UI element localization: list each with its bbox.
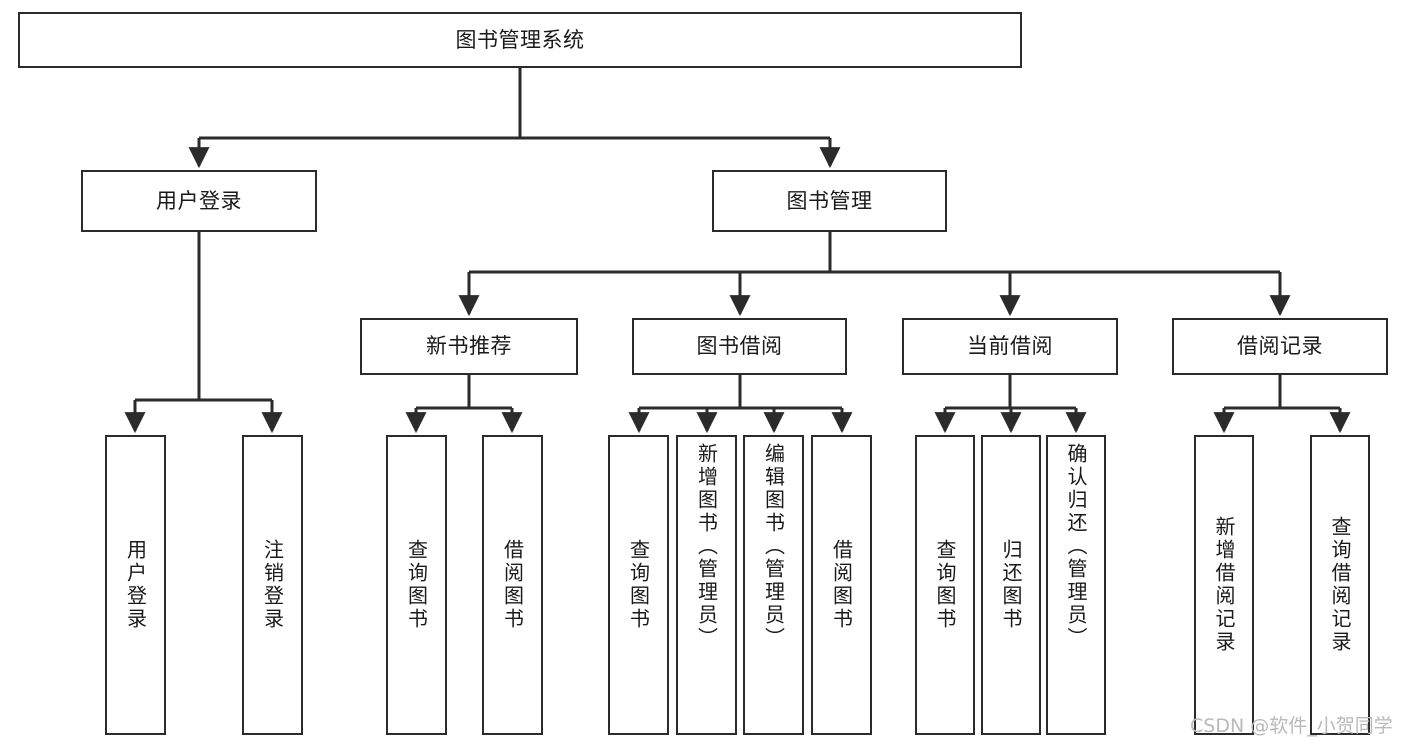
node-book-borrow[interactable]: 图书借阅 [632,318,847,375]
node-leaf-edit-book-label: 编辑图书（管理员） [761,443,786,650]
node-leaf-query-book-1-label: 查询图书 [404,539,429,631]
node-leaf-add-book-label: 新增图书（管理员） [694,443,719,650]
node-leaf-edit-book[interactable]: 编辑图书（管理员） [743,435,804,735]
node-root-label: 图书管理系统 [455,27,585,52]
node-current-borrow[interactable]: 当前借阅 [902,318,1118,375]
node-borrow-record-label: 借阅记录 [1237,334,1323,359]
node-leaf-add-record[interactable]: 新增借阅记录 [1194,435,1254,735]
node-leaf-query-book-2-label: 查询图书 [626,539,651,631]
node-leaf-return-book-label: 归还图书 [999,539,1023,631]
node-leaf-borrow-book-1-label: 借阅图书 [500,539,525,631]
node-book-manage[interactable]: 图书管理 [712,170,947,232]
node-leaf-add-record-label: 新增借阅记录 [1212,516,1236,654]
node-user-login[interactable]: 用户登录 [81,170,317,232]
node-new-book-recommend[interactable]: 新书推荐 [360,318,578,375]
node-new-book-recommend-label: 新书推荐 [426,334,512,359]
csdn-watermark: CSDN @软件_小贺同学 [1190,715,1393,737]
node-borrow-record[interactable]: 借阅记录 [1172,318,1388,375]
node-leaf-confirm-return-label: 确认归还（管理员） [1064,443,1088,650]
node-leaf-user-login-label: 用户登录 [123,539,148,631]
node-leaf-user-logout-label: 注销登录 [260,539,285,631]
node-leaf-query-book-2[interactable]: 查询图书 [608,435,669,735]
node-current-borrow-label: 当前借阅 [967,334,1053,359]
node-book-manage-label: 图书管理 [786,188,873,213]
node-leaf-query-record[interactable]: 查询借阅记录 [1310,435,1370,735]
node-user-login-label: 用户登录 [156,188,242,213]
node-leaf-confirm-return[interactable]: 确认归还（管理员） [1046,435,1106,735]
node-leaf-borrow-book-2-label: 借阅图书 [829,539,854,631]
node-book-borrow-label: 图书借阅 [696,334,783,359]
node-leaf-query-book-1[interactable]: 查询图书 [386,435,447,735]
node-leaf-query-book-3-label: 查询图书 [933,539,957,631]
node-root[interactable]: 图书管理系统 [18,12,1022,68]
node-leaf-borrow-book-2[interactable]: 借阅图书 [811,435,872,735]
node-leaf-add-book[interactable]: 新增图书（管理员） [676,435,737,735]
node-leaf-user-login[interactable]: 用户登录 [105,435,166,735]
node-leaf-borrow-book-1[interactable]: 借阅图书 [482,435,543,735]
node-leaf-user-logout[interactable]: 注销登录 [242,435,303,735]
node-leaf-query-book-3[interactable]: 查询图书 [915,435,975,735]
node-leaf-query-record-label: 查询借阅记录 [1328,516,1352,654]
node-leaf-return-book[interactable]: 归还图书 [981,435,1041,735]
